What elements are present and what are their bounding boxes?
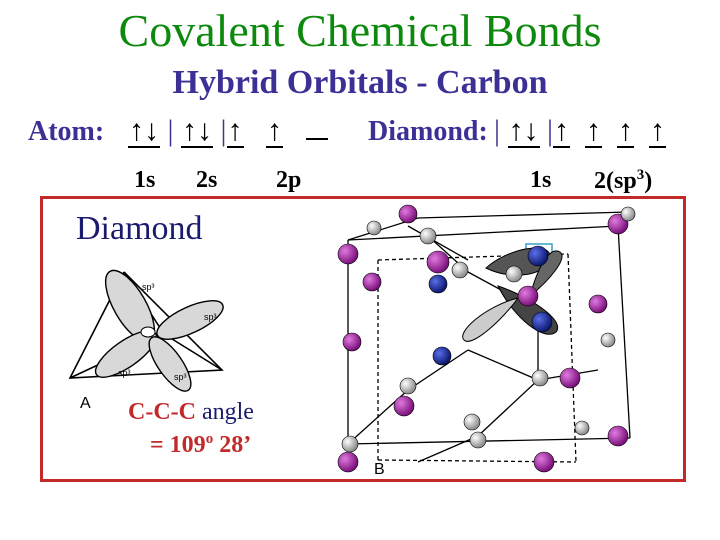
angle-line-2: = 109o 28’ [150, 431, 252, 458]
sp3-label-1: sp³ [142, 282, 155, 292]
diamond-slot-sp3-3: ↑ [617, 114, 635, 148]
diamond-lattice-diagram: B [337, 204, 636, 478]
atom-label: Atom: [28, 116, 105, 147]
atom-sub-2s: 2s [196, 167, 218, 193]
panel-a-label: A [80, 395, 91, 412]
diamond-slot-sp3-4: ↑ [649, 114, 667, 148]
diamond-slot-sp3-2: ↑ [585, 114, 603, 148]
slot-separator: | [539, 114, 554, 147]
sp3-label-2: sp³ [204, 312, 217, 322]
diamond-config-label: Diamond: [368, 116, 488, 147]
diamond-sub-sp3: 2(sp3) [594, 167, 653, 194]
diamond-orbital-slots: | ↑↓ |↑ ↑ ↑ ↑ [494, 114, 667, 148]
page-title: Covalent Chemical Bonds [118, 5, 602, 56]
atom-slot-2p-3 [305, 138, 328, 140]
sp3-label-3: sp³ [118, 368, 131, 378]
sp3-orbitals-diagram: sp³ sp³ sp³ sp³ A [68, 269, 224, 412]
atom-sub-2p: 2p [276, 167, 302, 193]
page-subtitle: Hybrid Orbitals - Carbon [172, 64, 548, 101]
atom-slot-2s: ↑↓ [181, 114, 214, 148]
atom-slot-2p-2: ↑ [266, 114, 284, 148]
diamond-sub-1s: 1s [530, 167, 552, 193]
diamond-slot-1s: ↑↓ [507, 114, 540, 148]
atom-sub-1s: 1s [134, 167, 156, 193]
slot-separator: | [213, 114, 227, 147]
atom-orbital-slots: ↑↓ | ↑↓ |↑ ↑ [128, 116, 328, 148]
panel-b-label: B [374, 461, 385, 478]
figure-heading: Diamond [76, 210, 203, 247]
atom-slot-2p-1: ↑ [226, 114, 244, 148]
sp3-label-4: sp³ [174, 372, 187, 382]
angle-line-1: C-C-C angle [128, 399, 254, 425]
atom-slot-1s: ↑↓ [128, 114, 160, 148]
slot-separator: | [494, 114, 508, 147]
slot-separator: | [160, 114, 182, 147]
diamond-slot-sp3-1: ↑ [553, 114, 571, 148]
